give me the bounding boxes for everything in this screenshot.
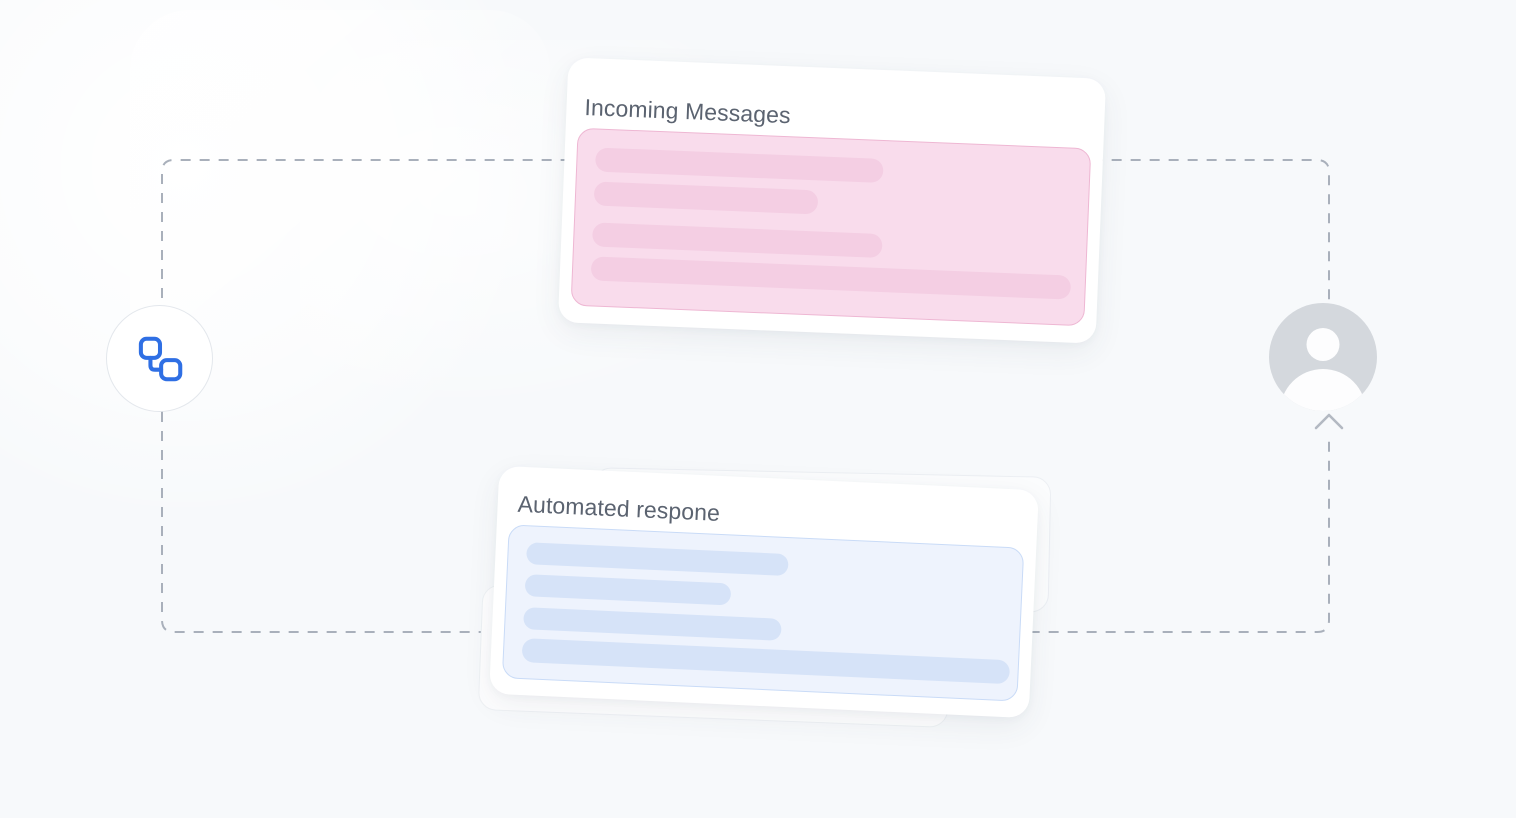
skeleton-bar — [524, 574, 732, 606]
source-node-logo[interactable] — [106, 305, 213, 412]
automated-response-card[interactable]: Automated respone — [489, 465, 1039, 719]
skeleton-bar — [521, 638, 1011, 685]
workflow-nodes-icon — [138, 336, 182, 381]
incoming-messages-card[interactable]: Incoming Messages — [557, 57, 1107, 344]
avatar-shoulders — [1280, 369, 1366, 411]
incoming-messages-title: Incoming Messages — [584, 94, 792, 129]
arrow-up-icon — [1314, 413, 1344, 430]
skeleton-bar — [523, 607, 782, 641]
skeleton-bar — [594, 147, 884, 184]
skeleton-bar — [591, 222, 883, 259]
skeleton-bar — [593, 181, 819, 215]
skeleton-bar — [590, 256, 1072, 300]
recipient-node-avatar[interactable] — [1269, 303, 1377, 411]
incoming-messages-panel — [570, 127, 1092, 327]
automated-response-panel — [501, 524, 1025, 702]
avatar-head — [1306, 328, 1340, 361]
automated-response-title: Automated respone — [517, 490, 721, 526]
skeleton-bar — [526, 542, 789, 577]
